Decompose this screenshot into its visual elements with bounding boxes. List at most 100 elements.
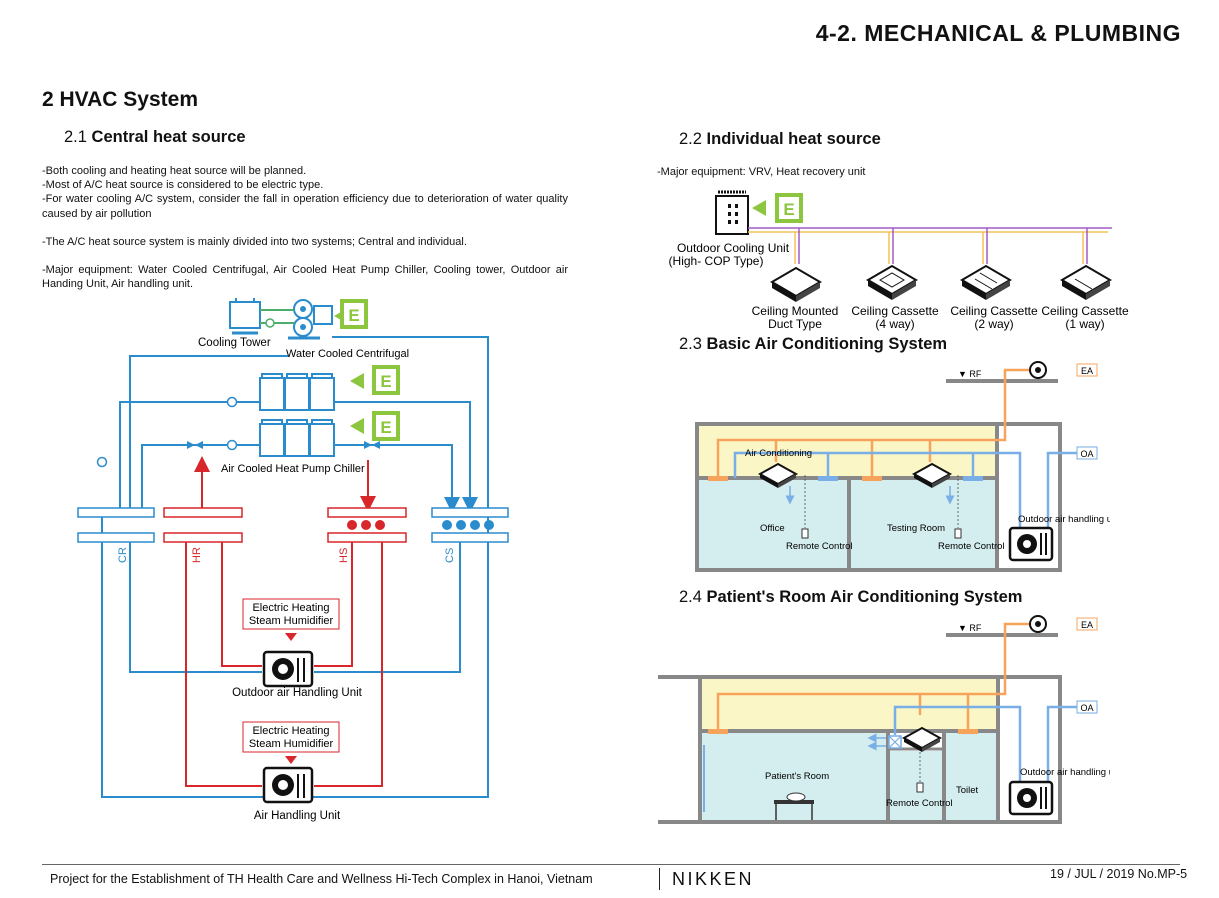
humidifier-box: Electric Heating Steam Humidifier (242, 598, 340, 641)
ceiling-cassette-icon (757, 462, 799, 488)
subsection-title: Central heat source (91, 128, 246, 146)
subsection-number: 2.3 (679, 335, 702, 353)
svg-text:E: E (380, 372, 391, 391)
subsection-2-3-heading: 2.3 Basic Air Conditioning System (679, 335, 947, 354)
cooling-tower-icon (229, 298, 261, 335)
oahu-label: Outdoor air handling unit (1020, 767, 1110, 778)
header-hs (327, 507, 407, 543)
water-cooled-centrifugal-icon (288, 299, 333, 340)
central-heat-text: -Both cooling and heating heat source wi… (42, 164, 568, 291)
svg-text:(1 way): (1 way) (1065, 317, 1104, 331)
text-line: -For water cooling A/C system, consider … (42, 193, 568, 220)
subsection-number: 2.2 (679, 130, 702, 148)
svg-text:Duct Type: Duct Type (768, 317, 822, 331)
rf-label: ▼ RF (958, 623, 982, 633)
cr-label: CR (117, 547, 129, 563)
page-title: 4-2. MECHANICAL & PLUMBING (815, 20, 1181, 46)
individual-heat-text: -Major equipment: VRV, Heat recovery uni… (657, 166, 866, 178)
oa-label: OA (1080, 703, 1093, 713)
text-line: -Major equipment: Water Cooled Centrifug… (42, 264, 568, 291)
rf-label: ▼ RF (958, 369, 982, 379)
ceiling-cassette-2way-icon (960, 264, 1012, 300)
ceiling-cassette-4way-icon (866, 264, 918, 300)
brand-logo: NIKKEN (672, 869, 755, 889)
text-line: -Most of A/C heat source is considered t… (42, 179, 324, 192)
text-line: -Both cooling and heating heat source wi… (42, 165, 307, 177)
outdoor-air-handling-unit-icon (262, 650, 314, 688)
svg-text:Ceiling Cassette: Ceiling Cassette (851, 304, 939, 318)
footer-project-name: Project for the Establishment of TH Heal… (50, 872, 593, 886)
toilet-label: Toilet (956, 785, 979, 796)
damper-icon (888, 735, 902, 749)
testing-room-label: Testing Room (887, 523, 945, 534)
ceiling-duct-unit-icon (770, 266, 822, 302)
patient-room-ac-diagram: ▼ RF EA OA (658, 615, 1110, 824)
exhaust-fan-icon (1029, 361, 1047, 379)
subsection-title: Individual heat source (706, 130, 881, 148)
air-handling-unit-icon (262, 766, 314, 804)
cooling-tower-label: Cooling Tower (198, 337, 271, 349)
ea-label: EA (1081, 366, 1093, 376)
electric-badge-icon: E (350, 411, 400, 441)
subsection-2-1-heading: 2.1 Central heat source (64, 128, 246, 147)
basic-ac-diagram: ▼ RF EA OA Air (695, 361, 1110, 572)
header-cr (77, 507, 155, 543)
subsection-number: 2.1 (64, 128, 87, 146)
subsection-number: 2.4 (679, 588, 702, 606)
hr-label: HR (191, 547, 203, 563)
section-title: 2 HVAC System (42, 88, 199, 111)
svg-text:Steam Humidifier: Steam Humidifier (249, 615, 334, 627)
exhaust-fan-icon (1029, 615, 1047, 633)
svg-text:Ceiling Mounted: Ceiling Mounted (752, 304, 839, 318)
office-label: Office (760, 523, 785, 534)
water-cooled-label: Water Cooled Centrifugal (286, 348, 409, 360)
remote-control-label: Remote Control (938, 541, 1005, 552)
outdoor-air-handling-unit-icon (1008, 526, 1054, 562)
header-cs (431, 507, 509, 543)
air-cooled-label: Air Cooled Heat Pump Chiller (221, 463, 365, 475)
ceiling-cassette-icon (901, 726, 943, 752)
electric-badge-icon: E (350, 365, 400, 395)
air-conditioning-label: Air Conditioning (745, 448, 812, 459)
electric-badge-icon: E (334, 299, 368, 329)
remote-control-label: Remote Control (886, 798, 953, 809)
text-line: -The A/C heat source system is mainly di… (42, 235, 467, 248)
patient-room-label: Patient's Room (765, 771, 829, 782)
svg-text:Electric Heating: Electric Heating (252, 602, 329, 614)
subsection-title: Patient's Room Air Conditioning System (706, 588, 1023, 606)
footer-divider (42, 864, 1180, 865)
svg-text:(4 way): (4 way) (875, 317, 914, 331)
svg-text:(2 way): (2 way) (974, 317, 1013, 331)
cs-label: CS (444, 548, 456, 563)
individual-heat-source-diagram: E Outdoor Cooling Unit (High- COP Type) … (669, 190, 1129, 331)
humidifier-box: Electric Heating Steam Humidifier (242, 721, 340, 764)
pump-icons-red (347, 520, 385, 530)
central-heat-source-diagram: Cooling Tower Water Cooled Centrifugal E… (77, 298, 509, 822)
svg-text:E: E (348, 306, 359, 325)
subsection-2-4-heading: 2.4 Patient's Room Air Conditioning Syst… (679, 588, 1022, 607)
ahu-label: Air Handling Unit (254, 810, 341, 822)
svg-text:Electric Heating: Electric Heating (252, 725, 329, 737)
svg-text:Ceiling Cassette: Ceiling Cassette (1041, 304, 1129, 318)
svg-text:E: E (783, 200, 794, 219)
oahu-label: Outdoor air handling unit (1018, 514, 1110, 525)
footer-separator (659, 868, 660, 890)
outdoor-cooling-unit-icon (715, 190, 749, 235)
svg-text:Steam Humidifier: Steam Humidifier (249, 738, 334, 750)
bed-icon (774, 792, 814, 820)
outdoor-unit-sublabel: (High- COP Type) (669, 254, 764, 268)
subsection-2-2-heading: 2.2 Individual heat source (679, 130, 881, 149)
subsection-title: Basic Air Conditioning System (706, 335, 948, 353)
footer-date: 19 / JUL / 2019 No.MP-5 (1050, 867, 1188, 881)
remote-control-label: Remote Control (786, 541, 853, 552)
outdoor-unit-label: Outdoor Cooling Unit (677, 241, 790, 255)
oa-label: OA (1080, 449, 1093, 459)
outdoor-air-handling-unit-icon (1008, 780, 1054, 816)
svg-text:Ceiling Cassette: Ceiling Cassette (950, 304, 1038, 318)
chiller-unit-icon (259, 419, 335, 457)
chiller-unit-icon (259, 373, 335, 411)
ceiling-cassette-1way-icon (1060, 264, 1112, 300)
svg-text:E: E (380, 418, 391, 437)
hs-label: HS (338, 548, 350, 563)
